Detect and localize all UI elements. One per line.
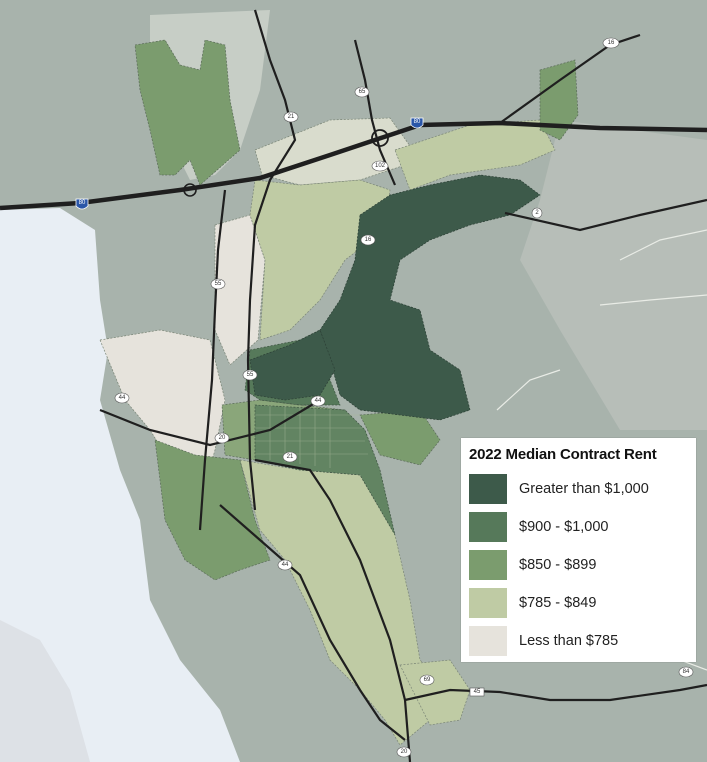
legend-title: 2022 Median Contract Rent: [469, 446, 657, 463]
svg-text:16: 16: [365, 237, 372, 243]
highway-55: [198, 189, 227, 531]
highway-marker-icon: 69: [419, 674, 435, 686]
lake-water: [0, 208, 240, 762]
svg-text:84: 84: [683, 669, 690, 675]
legend-label: Less than $785: [519, 633, 619, 649]
highway-marker-icon: 102: [371, 160, 389, 172]
highway-marker-icon: 21: [283, 111, 299, 123]
interstate-shield-label: 80: [79, 200, 86, 206]
svg-text:55: 55: [247, 372, 254, 378]
highway-16-north: [353, 39, 397, 186]
highway-marker-icon: 16: [360, 234, 376, 246]
highway-marker-icon: 65: [354, 86, 370, 98]
legend-item: Greater than $1,000: [469, 472, 688, 506]
svg-text:102: 102: [375, 163, 386, 169]
svg-text:21: 21: [287, 454, 294, 460]
svg-text:55: 55: [215, 281, 222, 287]
svg-text:20: 20: [219, 435, 226, 441]
legend-swatch: [469, 550, 507, 580]
highway-marker-icon: 44: [277, 559, 293, 571]
svg-text:16: 16: [608, 40, 615, 46]
legend-swatch: [469, 588, 507, 618]
lake-shoreline: [0, 620, 90, 762]
interstate-shield-icon: 80: [410, 117, 424, 129]
legend-item: Less than $785: [469, 624, 688, 658]
legend-item: $785 - $849: [469, 586, 688, 620]
highway-marker-icon: 45: [469, 687, 485, 697]
highway-marker-icon: 55: [210, 278, 226, 290]
highway-marker-icon: 21: [282, 451, 298, 463]
legend-label: $900 - $1,000: [519, 519, 609, 535]
highway-marker-icon: 84: [678, 666, 694, 678]
interchange-ring-b: [183, 183, 197, 197]
highway-marker-icon: 44: [114, 392, 130, 404]
svg-text:44: 44: [315, 398, 322, 404]
legend-label: $785 - $849: [519, 595, 597, 611]
highway-east: [504, 198, 707, 232]
svg-text:44: 44: [119, 395, 126, 401]
highway-marker-icon: 20: [214, 432, 230, 444]
interstate-shield-label: 80: [414, 119, 421, 125]
highway-marker-icon: 2: [531, 207, 543, 219]
area-900-1000-b: [254, 404, 396, 536]
highway-69: [404, 683, 707, 702]
interchange-ring-a: [371, 129, 389, 147]
legend-label: Greater than $1,000: [519, 481, 649, 497]
svg-text:2: 2: [535, 210, 539, 216]
area-785-849-b: [394, 119, 556, 191]
highway-84: [219, 504, 406, 741]
highway-marker-icon: 16: [602, 37, 620, 49]
highway-marker-icon: 55: [242, 369, 258, 381]
area-850-899-c: [154, 439, 271, 581]
svg-text:20: 20: [401, 749, 408, 755]
interstate-shield-icon: 80: [75, 198, 89, 210]
interstate-80-road: [0, 120, 707, 211]
legend-label: $850 - $899: [519, 557, 597, 573]
highway-markers: 16 65 21 102 16 55 55 44 44 20 21 44 69 …: [114, 37, 694, 758]
map-legend: 2022 Median Contract Rent Greater than $…: [461, 438, 696, 662]
legend-swatch: [469, 474, 507, 504]
legend-item: $850 - $899: [469, 548, 688, 582]
svg-text:45: 45: [474, 689, 481, 695]
area-850-899-a: [134, 39, 241, 186]
highways: [99, 9, 707, 762]
legend-item: $900 - $1,000: [469, 510, 688, 544]
area-785-849-a: [249, 179, 391, 341]
highway-44: [99, 399, 321, 447]
highway-marker-icon: 44: [310, 395, 326, 407]
svg-text:44: 44: [282, 562, 289, 568]
highway-marker-icon: 20: [396, 746, 412, 758]
highway-21: [246, 9, 297, 511]
legend-swatch: [469, 512, 507, 542]
legend-swatch: [469, 626, 507, 656]
area-greater-than-1000-b: [249, 329, 336, 401]
area-east-light: [520, 120, 707, 430]
svg-text:69: 69: [424, 677, 431, 683]
highway-16-northeast: [499, 33, 641, 124]
area-greater-than-1000-a: [319, 174, 541, 421]
svg-text:65: 65: [359, 89, 366, 95]
svg-text:21: 21: [288, 114, 295, 120]
